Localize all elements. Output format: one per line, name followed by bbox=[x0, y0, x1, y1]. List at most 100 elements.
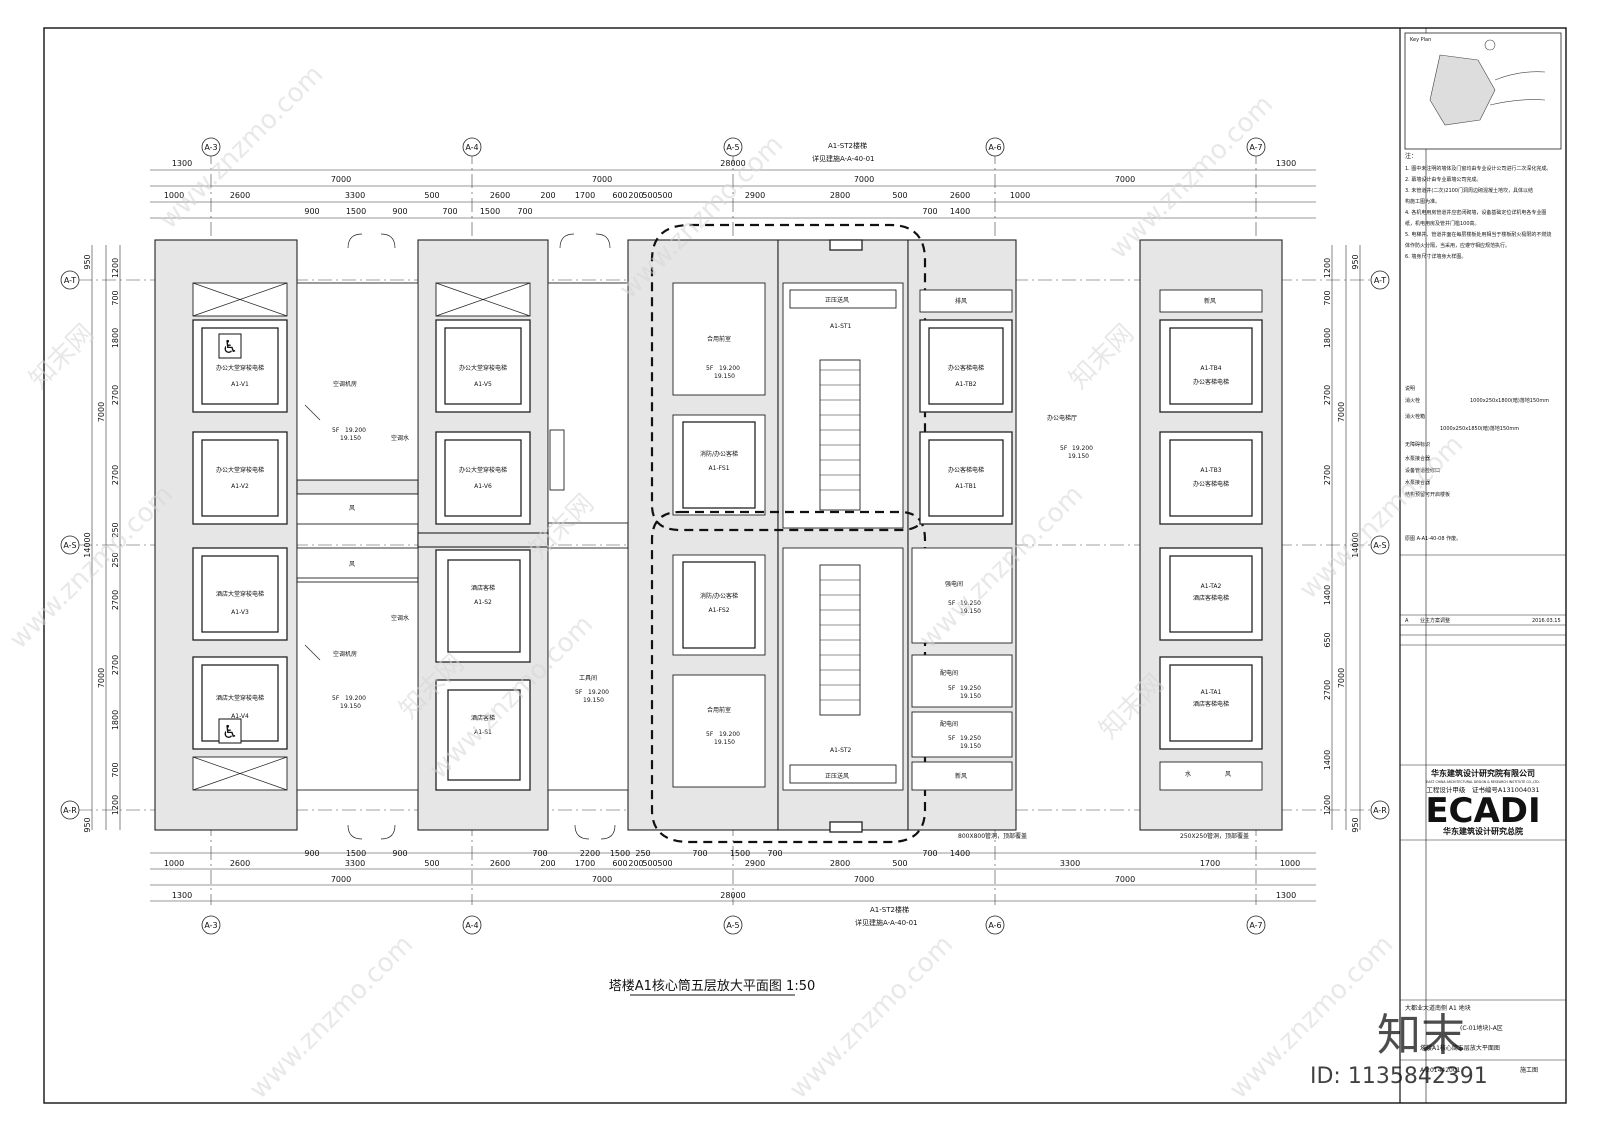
room-tool-elev: 19.200 bbox=[588, 689, 609, 696]
room-v1-label: 办公大堂穿梭电梯 bbox=[216, 364, 264, 372]
room-v6-id: A1-V6 bbox=[474, 483, 492, 490]
dim-text: 950 bbox=[83, 817, 92, 832]
dim-text: 7000 bbox=[854, 175, 874, 184]
grid-bubbles: A-3 A-4 A-5 A-6 A-7 A-3 A-4 A-5 A-6 A-7 … bbox=[60, 137, 1390, 935]
elevator-a1-fs2 bbox=[682, 561, 756, 649]
dim-text: 1500 bbox=[346, 849, 366, 858]
note-line: 体作防火分隔，当采用，应遵守相应规范执行。 bbox=[1405, 242, 1510, 249]
note-line: 6. 墙身尺寸详墙身大样图。 bbox=[1405, 253, 1466, 260]
room-lobby1-label: 合用前室 bbox=[707, 335, 731, 343]
grid-col-bubble-bottom-3: A-5 bbox=[723, 915, 743, 935]
note-line: 4. 各机电用房管道井应密闭砌墙，设备基础定位详机电各专业图 bbox=[1405, 209, 1546, 216]
dim-text: 3300 bbox=[345, 859, 365, 868]
dim-text: 500 bbox=[642, 859, 657, 868]
company-name-en: EAST CHINA ARCHITECTURAL DESIGN & RESEAR… bbox=[1426, 780, 1539, 784]
dim-text: 900 bbox=[304, 207, 319, 216]
room-elec3-elev2: 19.150 bbox=[960, 743, 981, 750]
grid-col-bubble-bottom-5: A-7 bbox=[1246, 915, 1266, 935]
room-elec-label: 强电间 bbox=[945, 580, 963, 588]
legend-item: 无障碍标识 bbox=[1405, 441, 1430, 448]
dim-text: 2700 bbox=[111, 590, 120, 610]
room-elec-level: 5F bbox=[948, 600, 956, 607]
dim-text: 3300 bbox=[345, 191, 365, 200]
dim-text: 1400 bbox=[1323, 750, 1332, 770]
dim-text: 900 bbox=[392, 849, 407, 858]
dim-text: 7000 bbox=[854, 875, 874, 884]
room-tb3-id: A1-TB3 bbox=[1200, 467, 1221, 474]
note-line: 3. 未管道井(二次)2100门洞周边砌混凝土地坎，具体以结 bbox=[1405, 187, 1533, 194]
room-tb3-label: 办公客梯电梯 bbox=[1193, 480, 1229, 488]
dim-text: 1500 bbox=[730, 849, 750, 858]
legend-item: 消火栓箱 bbox=[1405, 413, 1425, 420]
dim-text: 500 bbox=[424, 191, 439, 200]
revision-date: 2016.03.15 bbox=[1532, 618, 1561, 624]
dim-text: 1200 bbox=[111, 795, 120, 815]
grid-col-bubble-bottom-4: A-6 bbox=[985, 915, 1005, 935]
dim-text: 1500 bbox=[480, 207, 500, 216]
grid-col-bubble-top-3: A-5 bbox=[723, 137, 743, 157]
dim-text: 1800 bbox=[1323, 328, 1332, 348]
grid-row-bubble-right-3: A-R bbox=[1370, 800, 1390, 820]
sheet-border bbox=[43, 27, 1567, 1104]
dim-text: 2200 bbox=[580, 849, 600, 858]
dim-text: 900 bbox=[304, 849, 319, 858]
watermark-site: www.znzmo.com bbox=[154, 60, 329, 235]
room-elec3-level: 5F bbox=[948, 735, 956, 742]
dim-text: 900 bbox=[392, 207, 407, 216]
dim-text: 1000 bbox=[1010, 191, 1030, 200]
room-s1-id: A1-S1 bbox=[474, 729, 492, 736]
grid-row-bubble-left-1: A-T bbox=[60, 270, 80, 290]
bottom-dimensions: 1000 2600 3300 500 2600 200 1700 600 200… bbox=[164, 849, 1300, 900]
dim-text: 7000 bbox=[331, 875, 351, 884]
dim-text: 2900 bbox=[745, 859, 765, 868]
dim-text: 950 bbox=[1351, 254, 1360, 269]
room-v1-id: A1-V1 bbox=[231, 381, 249, 388]
room-elec-elev: 19.250 bbox=[960, 600, 981, 607]
grid-col-bubble-top-1: A-3 bbox=[201, 137, 221, 157]
legend-value: 1000x250x1850(暗)落地150mm bbox=[1440, 425, 1519, 432]
room-lobby2-elev: 19.200 bbox=[719, 731, 740, 738]
svg-text:A-T: A-T bbox=[1374, 276, 1386, 285]
elevator-a1-fs1 bbox=[682, 421, 756, 509]
wheelchair-icon: ♿ bbox=[218, 333, 242, 359]
room-fs2-label: 消防/办公客梯 bbox=[700, 592, 738, 600]
dim-text: 2700 bbox=[111, 655, 120, 675]
stair-ref-top-detail: 详见建施A-A-40-01 bbox=[812, 154, 875, 163]
dim-text: 2700 bbox=[1323, 680, 1332, 700]
left-elevator-bank bbox=[192, 282, 288, 791]
dim-text: 700 bbox=[111, 762, 120, 777]
dim-text: 700 bbox=[1323, 290, 1332, 305]
room-stair-st2: A1-ST2 bbox=[830, 747, 852, 754]
dim-text: 7000 bbox=[331, 175, 351, 184]
legend-item: 设备管道检修口 bbox=[1405, 467, 1440, 474]
room-v4-label: 酒店大堂穿梭电梯 bbox=[216, 694, 264, 702]
room-lobby2-level: 5F bbox=[706, 731, 714, 738]
dim-text: 950 bbox=[1351, 817, 1360, 832]
room-feng-1: 风 bbox=[349, 505, 355, 512]
room-stair-st1: A1-ST1 bbox=[830, 323, 852, 330]
room-pressure-1: 正压送风 bbox=[825, 296, 849, 304]
dim-text: 200 bbox=[540, 191, 555, 200]
dim-text: 1000 bbox=[1280, 859, 1300, 868]
dim-text: 14000 bbox=[83, 532, 92, 557]
room-tb2-id: A1-TB2 bbox=[955, 381, 976, 388]
dim-text: 2600 bbox=[950, 191, 970, 200]
dim-text: 250 bbox=[111, 522, 120, 537]
dim-text: 7000 bbox=[592, 875, 612, 884]
grid-row-bubble-right-1: A-T bbox=[1370, 270, 1390, 290]
dim-text: 1800 bbox=[111, 328, 120, 348]
room-tb4-label: 办公客梯电梯 bbox=[1193, 378, 1229, 386]
room-office-hall-elev: 19.200 bbox=[1072, 445, 1093, 452]
room-ta2-label: 酒店客梯电梯 bbox=[1193, 594, 1229, 602]
svg-text:A-S: A-S bbox=[1373, 541, 1386, 550]
room-tb1-label: 办公客梯电梯 bbox=[948, 466, 984, 474]
room-ac1-label: 空调机房 bbox=[333, 380, 357, 388]
dim-text: 500 bbox=[657, 859, 672, 868]
grid-row-bubble-left-2: A-S bbox=[60, 535, 80, 555]
dim-text: 2600 bbox=[230, 859, 250, 868]
svg-text:A-R: A-R bbox=[1373, 806, 1387, 815]
dim-text: 1400 bbox=[950, 207, 970, 216]
ecadi-logo-sub: 华东建筑设计研究总院 bbox=[1443, 826, 1523, 836]
room-ta1-label: 酒店客梯电梯 bbox=[1193, 700, 1229, 708]
room-elec-elev2: 19.150 bbox=[960, 608, 981, 615]
